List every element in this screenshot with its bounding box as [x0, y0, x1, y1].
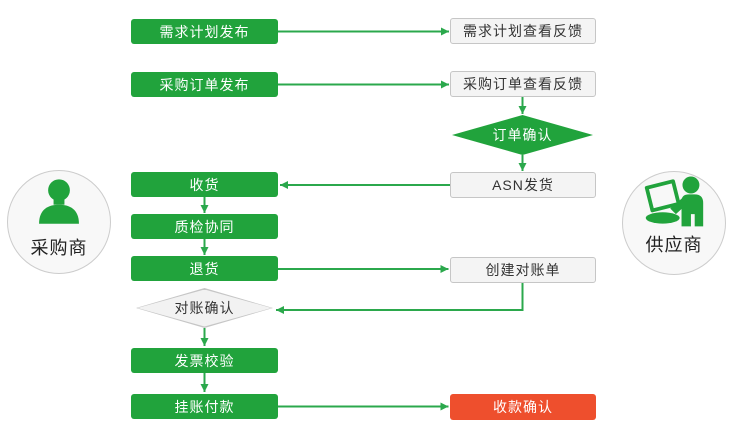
supplier-avatar: 供应商 [622, 171, 726, 275]
node-invoice-verify: 发票校验 [131, 348, 278, 373]
node-demand-plan-feedback: 需求计划查看反馈 [450, 18, 596, 44]
node-demand-plan-publish: 需求计划发布 [131, 19, 278, 44]
node-po-publish: 采购订单发布 [131, 72, 278, 97]
decision-statement-confirm: 对账确认 [136, 288, 273, 328]
node-receive-goods: 收货 [131, 172, 278, 197]
node-po-feedback: 采购订单查看反馈 [450, 71, 596, 97]
node-asn-ship: ASN发货 [450, 172, 596, 198]
buyer-avatar: 采购商 [7, 170, 111, 274]
node-create-statement: 创建对账单 [450, 257, 596, 283]
supplier-laptop-icon [644, 176, 704, 227]
statement-confirm-label: 对账确认 [174, 300, 235, 316]
node-payment-confirm: 收款确认 [450, 394, 596, 420]
connector-statement-to-confirm [276, 283, 524, 314]
supplier-label: 供应商 [645, 235, 703, 255]
buyer-person-icon [39, 179, 79, 224]
buyer-label: 采购商 [30, 238, 88, 258]
node-quality-collab: 质检协同 [131, 214, 278, 239]
node-return-goods: 退货 [131, 256, 278, 281]
node-book-payment: 挂账付款 [131, 394, 278, 419]
